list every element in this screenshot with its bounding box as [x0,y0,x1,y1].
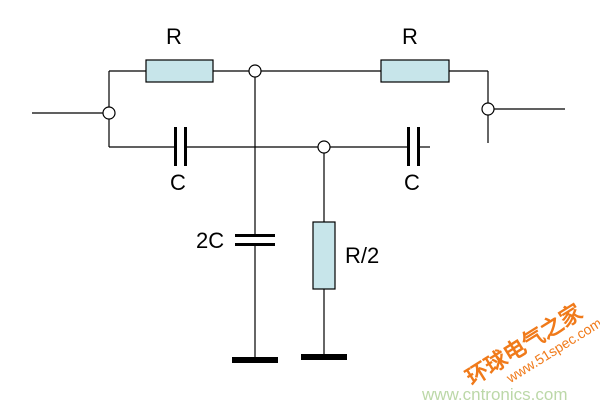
capacitor-c-right [407,127,420,166]
bottom-junction-node [317,140,331,154]
input-node [102,106,116,120]
top-junction-node [248,64,262,78]
ground-symbol-right [301,354,347,360]
label-c-right: C [404,170,420,195]
capacitor-c-left [174,127,187,166]
label-r-left: R [166,24,182,49]
ground-symbol-left [232,357,278,363]
resistor-r-half [312,221,336,290]
capacitor-2c-center [235,234,275,246]
label-r-half: R/2 [345,243,379,268]
resistor-r-left [145,59,214,83]
resistor-r-right [380,59,450,83]
watermark-domain: www.cntronics.com [421,385,567,404]
label-c-left: C [170,170,186,195]
output-node [481,102,495,116]
label-2c: 2C [196,228,224,253]
label-r-right: R [402,24,418,49]
wires [32,70,565,358]
